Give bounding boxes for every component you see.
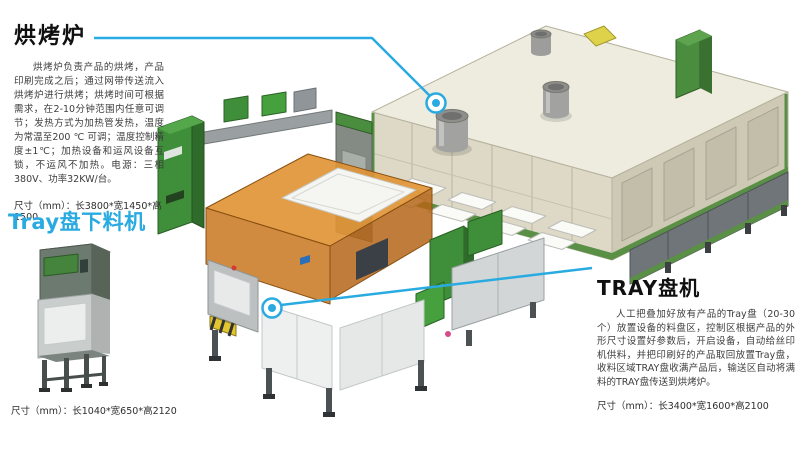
oven-rear-tower — [675, 29, 712, 99]
tray-machine-callout — [261, 266, 593, 319]
oven-vent-cylinders — [432, 29, 572, 156]
tray-unloader-dimensions: 尺寸（mm）：长1040*宽650*高2120 — [11, 406, 177, 417]
oven-conveyor-cabinets — [629, 171, 789, 285]
oven-callout — [94, 36, 447, 114]
tray-machine-section: TRAY盘机 人工把叠加好放有产品的Tray盘（20-30个）放置设备的料盘区，… — [597, 272, 795, 412]
oven-description: 烘烤炉负责产品的烘烤，产品印刷完成之后；通过网带传送流入烘烤炉进行烘烤；烘烤时间… — [14, 62, 164, 185]
oven-dimensions: 尺寸（mm）：长3800*宽1450*高1500 — [14, 201, 162, 223]
oven-title: 烘烤炉 — [14, 24, 87, 49]
tray-machine-title: TRAY盘机 — [597, 276, 701, 300]
oven-section: 烘烤炉 烘烤炉负责产品的烘烤，产品印刷完成之后；通过网带传送流入烘烤炉进行烘烤；… — [14, 18, 164, 223]
tray-machine-dimensions: 尺寸（mm）：长3400*宽1600*高2100 — [597, 401, 769, 412]
tray-machine-render — [157, 87, 545, 417]
tray-machine-description: 人工把叠加好放有产品的Tray盘（20-30个）放置设备的料盘区，控制区根据产品… — [597, 309, 795, 388]
tray-unloader-render — [37, 243, 111, 392]
tray-unloader-title: Tray盘下料机 — [8, 210, 146, 234]
